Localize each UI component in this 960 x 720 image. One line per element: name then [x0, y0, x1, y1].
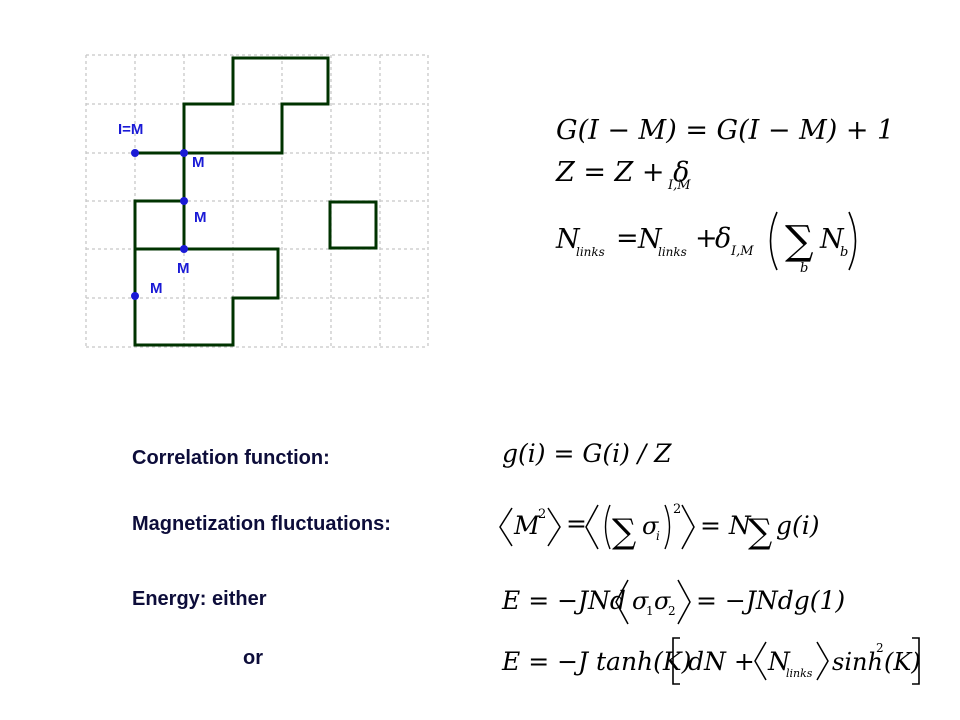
- sigma-subscript: i: [656, 529, 660, 543]
- sinh-argument: (K): [884, 648, 921, 676]
- energy-formula-2: E = −J tanh(K) dN + N links sinh 2 (K): [501, 637, 921, 685]
- right-paren: [664, 504, 671, 550]
- site-dot: [180, 197, 188, 205]
- isolated-plaquette: [328, 200, 378, 250]
- site-dot: [180, 245, 188, 253]
- nlinks-symbol: N: [767, 647, 791, 676]
- sum-index: b: [800, 261, 808, 276]
- cluster-outline: [133, 56, 330, 347]
- sigma1-subscript: 1: [646, 604, 654, 618]
- right-angle-bracket: [547, 507, 561, 547]
- nlinks-subscript: links: [786, 667, 813, 680]
- delta-symbol: δ: [715, 223, 731, 254]
- site-markers: [131, 149, 188, 300]
- left-angle-bracket: [499, 507, 513, 547]
- energy2-lhs: E = −J tanh(K): [501, 647, 691, 676]
- z-update-equation: Z = Z + δ: [555, 157, 689, 188]
- left-bracket: [672, 637, 680, 685]
- sum-symbol: ∑: [785, 218, 814, 264]
- site-label: M: [150, 280, 163, 297]
- nlinks-rhs-subscript: links: [658, 245, 687, 259]
- m-symbol: M: [513, 511, 541, 540]
- bond-path: [133, 56, 378, 347]
- m-exponent: 2: [538, 507, 546, 522]
- left-paren: [769, 211, 778, 271]
- magnetization-label: Magnetization fluctuations:: [132, 513, 391, 535]
- sum-symbol: ∑: [748, 512, 772, 552]
- delta-subscript: I,M: [730, 244, 754, 259]
- nlinks-lhs-subscript: links: [576, 245, 605, 259]
- correlation-formula: g(i) = G(i) / Z: [502, 439, 672, 468]
- sigma1-symbol: σ: [632, 587, 649, 615]
- right-angle-bracket: [816, 641, 829, 681]
- paren-exponent: 2: [673, 502, 681, 517]
- sigma2-symbol: σ: [654, 587, 671, 615]
- sigma2-subscript: 2: [668, 604, 676, 618]
- site-label: M: [194, 209, 207, 226]
- z-update-subscript: I,M: [667, 178, 691, 193]
- start-site-dot: [131, 149, 139, 157]
- update-equations: G(I − M) = G(I − M) + 1 Z = Z + δ I,M N …: [555, 115, 894, 276]
- left-angle-bracket: [754, 641, 767, 681]
- sigma-symbol: σ: [642, 512, 659, 540]
- energy-formula-1: E = −JNd σ 1 σ 2 = −JNdg(1): [501, 579, 845, 625]
- g-of-i: g(i): [776, 511, 820, 540]
- sinh-function: sinh: [832, 648, 883, 676]
- right-angle-bracket: [681, 504, 695, 550]
- correlation-label: Correlation function:: [132, 447, 330, 469]
- site-dot: [180, 149, 188, 157]
- equals-n: = N: [700, 511, 752, 540]
- start-site-label: I=M: [118, 121, 143, 138]
- magnetization-formula: M 2 = ∑ σ i 2 = N ∑ g(i): [499, 502, 820, 552]
- left-paren: [604, 504, 611, 550]
- g-update-equation: G(I − M) = G(I − M) + 1: [556, 115, 894, 146]
- nlinks-rhs: N: [637, 224, 663, 255]
- nb-symbol: N: [819, 224, 845, 255]
- left-angle-bracket: [615, 579, 629, 625]
- energy2-dn: dN +: [688, 647, 755, 676]
- equals-sign: =: [566, 509, 587, 538]
- right-angle-bracket: [677, 579, 691, 625]
- equals-sign: =: [616, 223, 639, 254]
- sinh-exponent: 2: [876, 641, 884, 655]
- plus-sign: +: [695, 223, 718, 254]
- sum-symbol: ∑: [612, 512, 636, 552]
- nb-subscript: b: [840, 245, 848, 260]
- left-angle-bracket: [585, 504, 599, 550]
- nlinks-lhs: N: [555, 224, 581, 255]
- site-label: M: [177, 260, 190, 277]
- right-bracket: [912, 637, 920, 685]
- energy-label: Energy: either: [132, 588, 267, 610]
- site-label: M: [192, 154, 205, 171]
- energy1-rhs: = −JNdg(1): [696, 586, 845, 615]
- site-dot: [131, 292, 139, 300]
- or-label: or: [243, 647, 263, 669]
- nlinks-update-equation: N links = N links + δ I,M ∑ b N b: [555, 211, 857, 276]
- energy1-lhs: E = −JNd: [501, 586, 626, 615]
- right-paren: [848, 211, 857, 271]
